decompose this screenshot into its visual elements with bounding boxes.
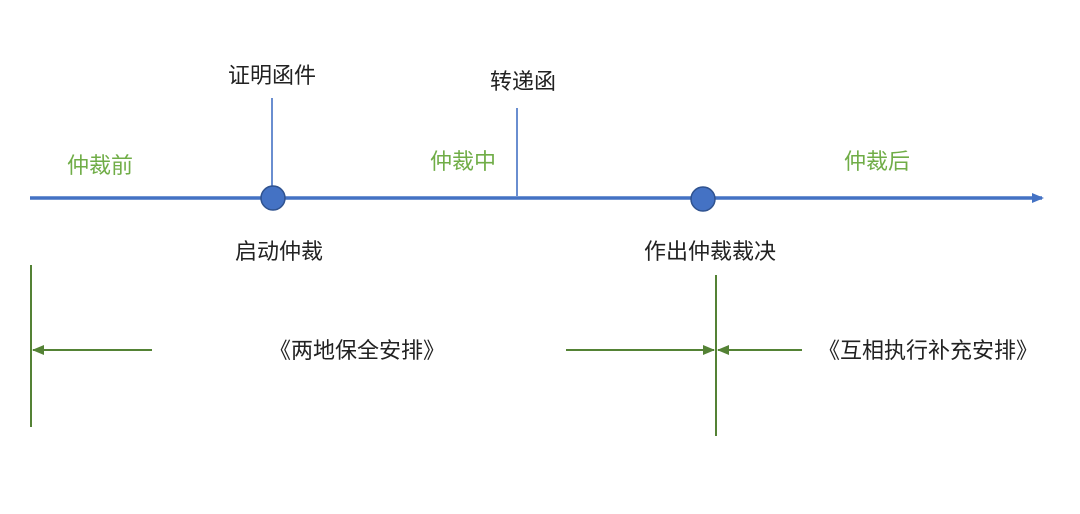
phase-during-label: 仲裁中	[430, 150, 496, 175]
start-arbitration-node	[260, 185, 286, 211]
start-arbitration-label: 启动仲裁	[235, 240, 323, 265]
phase-before-label: 仲裁前	[67, 154, 133, 179]
interim-measures-label: 《两地保全安排》	[269, 339, 445, 364]
certificate-letter-label: 证明函件	[228, 64, 316, 89]
award-label: 作出仲裁裁决	[644, 240, 776, 265]
phase-after-label: 仲裁后	[844, 150, 910, 175]
transmittal-letter-label: 转递函	[490, 70, 556, 95]
mutual-enforcement-label: 《互相执行补充安排》	[818, 339, 1038, 364]
award-node	[690, 186, 716, 212]
